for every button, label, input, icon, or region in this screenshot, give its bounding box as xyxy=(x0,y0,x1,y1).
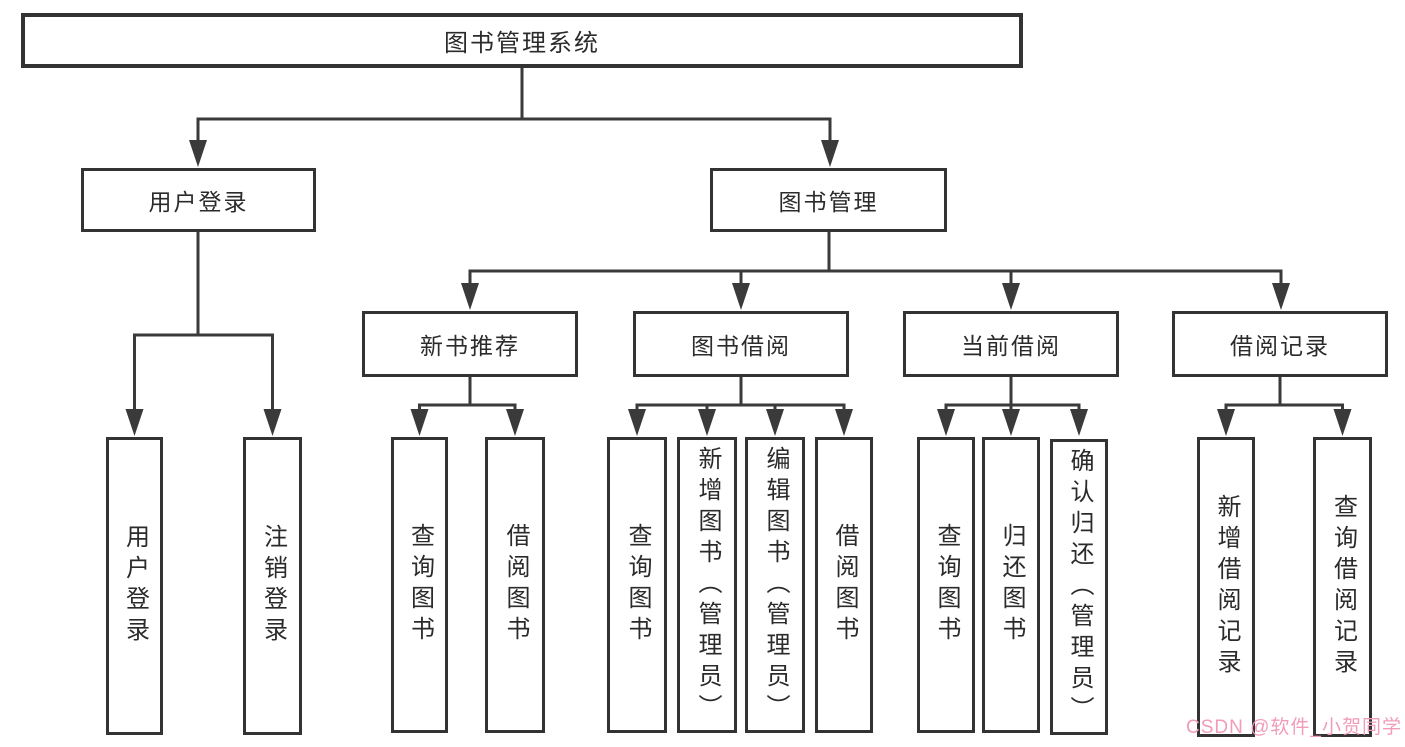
arrowhead xyxy=(1070,409,1088,436)
connector-book-mgmt-level3 xyxy=(468,232,1283,292)
leaf-newbook-query: 查询图书 xyxy=(391,437,448,733)
leaf-current-return-label: 归还图书 xyxy=(998,523,1025,647)
arrowhead xyxy=(698,409,716,436)
leaf-borrow-borrow-label: 借阅图书 xyxy=(831,523,858,647)
leaf-records-query: 查询借阅记录 xyxy=(1313,437,1372,737)
arrowhead xyxy=(263,409,282,436)
leaf-logout-op-label: 注销登录 xyxy=(259,524,287,648)
leaf-borrow-borrow: 借阅图书 xyxy=(815,437,873,733)
node-book-mgmt: 图书管理 xyxy=(710,168,947,232)
arrowhead xyxy=(937,409,955,436)
node-user-login-label: 用户登录 xyxy=(148,189,249,215)
arrowhead xyxy=(189,140,207,167)
node-book-borrow-label: 图书借阅 xyxy=(691,333,791,359)
node-root-label: 图书管理系统 xyxy=(444,30,600,57)
node-borrow-records: 借阅记录 xyxy=(1172,311,1388,377)
node-new-book-label: 新书推荐 xyxy=(420,333,520,359)
leaf-current-query-label: 查询图书 xyxy=(933,523,960,647)
arrowhead xyxy=(1333,409,1352,436)
leaf-borrow-edit-label: 编辑图书（管理员） xyxy=(762,445,789,725)
watermark: CSDN @软件_小贺同学 xyxy=(1186,717,1402,738)
leaf-current-query: 查询图书 xyxy=(917,437,975,733)
leaf-user-login-op: 用户登录 xyxy=(106,437,163,735)
node-book-mgmt-label: 图书管理 xyxy=(778,189,879,215)
node-root: 图书管理系统 xyxy=(21,13,1023,68)
connector-new-book-leaves xyxy=(418,377,517,418)
node-borrow-records-label: 借阅记录 xyxy=(1230,333,1330,359)
arrowhead xyxy=(1272,283,1290,310)
leaf-user-login-op-label: 用户登录 xyxy=(121,524,149,648)
leaf-borrow-query: 查询图书 xyxy=(607,437,667,733)
node-current-borrow-label: 当前借阅 xyxy=(961,333,1061,359)
arrowhead xyxy=(461,283,479,310)
leaf-borrow-add: 新增图书（管理员） xyxy=(677,437,737,733)
node-book-borrow: 图书借阅 xyxy=(633,311,849,377)
arrowhead xyxy=(732,283,750,310)
connector-user-login-leaves xyxy=(133,232,274,418)
arrowhead xyxy=(628,409,646,436)
connector-borrow-records-leaves xyxy=(1224,377,1344,418)
arrowhead xyxy=(835,409,853,436)
node-user-login: 用户登录 xyxy=(81,168,316,232)
node-new-book: 新书推荐 xyxy=(362,311,578,377)
leaf-newbook-borrow: 借阅图书 xyxy=(485,437,545,733)
leaf-newbook-query-label: 查询图书 xyxy=(406,523,434,647)
leaf-current-confirm-label: 确认归还（管理员） xyxy=(1066,447,1093,727)
leaf-records-add-label: 新增借阅记录 xyxy=(1213,494,1240,680)
leaf-borrow-edit: 编辑图书（管理员） xyxy=(745,437,805,733)
connector-root-level2 xyxy=(196,68,832,150)
arrowhead xyxy=(1002,409,1020,436)
leaf-records-query-label: 查询借阅记录 xyxy=(1329,494,1357,680)
leaf-logout-op: 注销登录 xyxy=(243,437,302,735)
arrowhead xyxy=(1217,409,1235,436)
arrowhead xyxy=(506,409,524,436)
arrowhead xyxy=(766,409,784,436)
leaf-records-add: 新增借阅记录 xyxy=(1197,437,1255,737)
arrowhead xyxy=(125,409,144,436)
arrowhead xyxy=(821,140,839,167)
node-current-borrow: 当前借阅 xyxy=(903,311,1119,377)
leaf-borrow-query-label: 查询图书 xyxy=(624,523,651,647)
leaf-newbook-borrow-label: 借阅图书 xyxy=(502,523,529,647)
arrowhead xyxy=(410,409,429,436)
leaf-current-return: 归还图书 xyxy=(982,437,1040,733)
arrowhead xyxy=(1002,283,1020,310)
leaf-current-confirm: 确认归还（管理员） xyxy=(1050,439,1108,735)
connector-book-borrow-leaves xyxy=(635,377,846,418)
leaf-borrow-add-label: 新增图书（管理员） xyxy=(694,445,721,725)
